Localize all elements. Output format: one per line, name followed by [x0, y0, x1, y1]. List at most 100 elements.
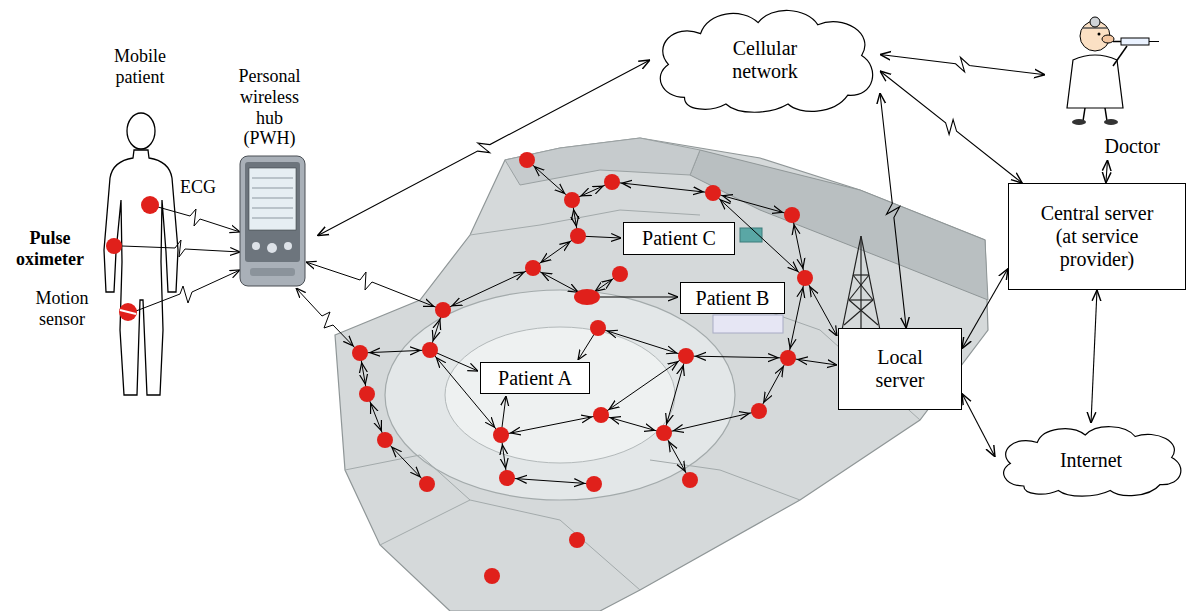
sensor-dot — [678, 348, 694, 364]
motion-sensor-band — [120, 310, 136, 314]
doctor-nose — [1102, 35, 1114, 43]
doctor-leg — [1083, 108, 1085, 121]
sensor-dot — [525, 260, 541, 276]
wireless-link — [962, 269, 1008, 349]
pda-button — [267, 243, 277, 253]
syringe — [1121, 38, 1149, 45]
sensor-dots — [352, 152, 813, 584]
mesh-link — [788, 278, 805, 358]
node-text: Patient C — [642, 227, 716, 250]
building-wing — [505, 138, 700, 185]
pda-body — [240, 156, 305, 286]
oximeter-sensor — [106, 238, 122, 254]
mesh-link — [686, 356, 788, 358]
wireless-link — [962, 394, 995, 457]
sensor-dot — [519, 152, 535, 168]
callout-label: Mobile patient — [92, 46, 188, 87]
wireless-link — [1106, 160, 1108, 183]
mesh-link — [601, 356, 686, 415]
mesh-link — [385, 440, 427, 484]
cloud-outline — [1004, 427, 1181, 496]
wireless-link — [1091, 290, 1097, 423]
sensor-wire — [158, 207, 240, 232]
sensor-dot — [570, 228, 586, 244]
doctor-eye — [1098, 33, 1101, 36]
mesh-link — [601, 415, 664, 433]
wall-line — [345, 455, 470, 500]
mesh-link — [759, 358, 788, 411]
body-outline — [104, 150, 178, 395]
wireless-link — [296, 288, 360, 353]
sensor-dot — [780, 350, 796, 366]
tower-brace — [849, 275, 869, 300]
mesh-link — [612, 182, 713, 193]
mesh-link — [533, 236, 578, 268]
wireless-link — [880, 71, 1022, 183]
room-block — [713, 315, 783, 333]
node-text: Internet — [1060, 449, 1122, 472]
sensor-dot — [484, 568, 500, 584]
doctor-arm — [1113, 46, 1127, 66]
tower-mast — [860, 236, 861, 330]
pda-screen-line — [252, 198, 293, 199]
server-link — [805, 278, 837, 336]
tower-brace — [849, 299, 873, 300]
mesh-link — [501, 415, 601, 435]
server-box: Local server — [838, 328, 962, 410]
doctor-leg — [1105, 108, 1107, 121]
sensor-dot — [593, 407, 609, 423]
patient-box: Patient C — [623, 222, 735, 255]
sensor-dot — [682, 472, 698, 488]
sensor-dot — [422, 342, 438, 358]
mesh-links — [296, 160, 837, 484]
courtyard-inner — [445, 327, 675, 463]
doctor-node: Doctor — [1045, 5, 1170, 160]
sensor-dot — [564, 192, 580, 208]
patient-box: Patient B — [680, 282, 785, 314]
syringe-needle — [1149, 41, 1159, 42]
sensor-dot — [419, 476, 435, 492]
cloud-outline — [660, 10, 872, 112]
sensor-dot — [656, 425, 672, 441]
pda-device — [240, 156, 305, 286]
cloud-network: Cellular network — [650, 5, 880, 115]
sensor-wire — [122, 240, 240, 257]
mesh-link — [598, 328, 686, 356]
node-text: Local server — [855, 346, 945, 392]
tower-brace — [849, 300, 878, 325]
mesh-link — [664, 356, 686, 433]
node-text: Cellular network — [710, 37, 820, 83]
pda-button — [284, 242, 292, 250]
doctor-shoe — [1072, 119, 1086, 125]
sensor-dot — [574, 289, 600, 305]
pda-screen-line — [252, 208, 293, 209]
node-text: Patient B — [696, 287, 770, 310]
callout-label: ECG — [180, 177, 220, 198]
wall-line — [380, 500, 640, 590]
sensor-dot — [569, 532, 585, 548]
head-outline — [127, 113, 155, 149]
sensor-dot — [352, 345, 368, 361]
sensor-dot — [751, 403, 767, 419]
sensor-dot — [435, 302, 451, 318]
sensor-dot — [612, 266, 628, 282]
node-text: Personal wireless hub (PWH) — [229, 66, 311, 149]
tower-brace — [853, 274, 869, 275]
mesh-link — [527, 160, 572, 200]
mesh-link — [507, 478, 594, 484]
node-text: Doctor — [1104, 135, 1160, 158]
head-mirror — [1090, 17, 1100, 27]
cloud-network: Internet — [995, 423, 1187, 498]
tower-brace — [853, 275, 873, 300]
node-text: Patient A — [498, 367, 572, 390]
sensor-dot — [784, 207, 800, 223]
wall-line — [650, 460, 800, 500]
server-box: Central server (at service provider) — [1008, 183, 1186, 290]
wireless-link — [880, 55, 1045, 75]
pda-button — [252, 242, 260, 250]
ecg-sensor — [141, 196, 159, 214]
sensor-dot — [604, 174, 620, 190]
pda-bottom — [250, 268, 295, 276]
callout-label: Pulse oximeter — [4, 228, 96, 269]
